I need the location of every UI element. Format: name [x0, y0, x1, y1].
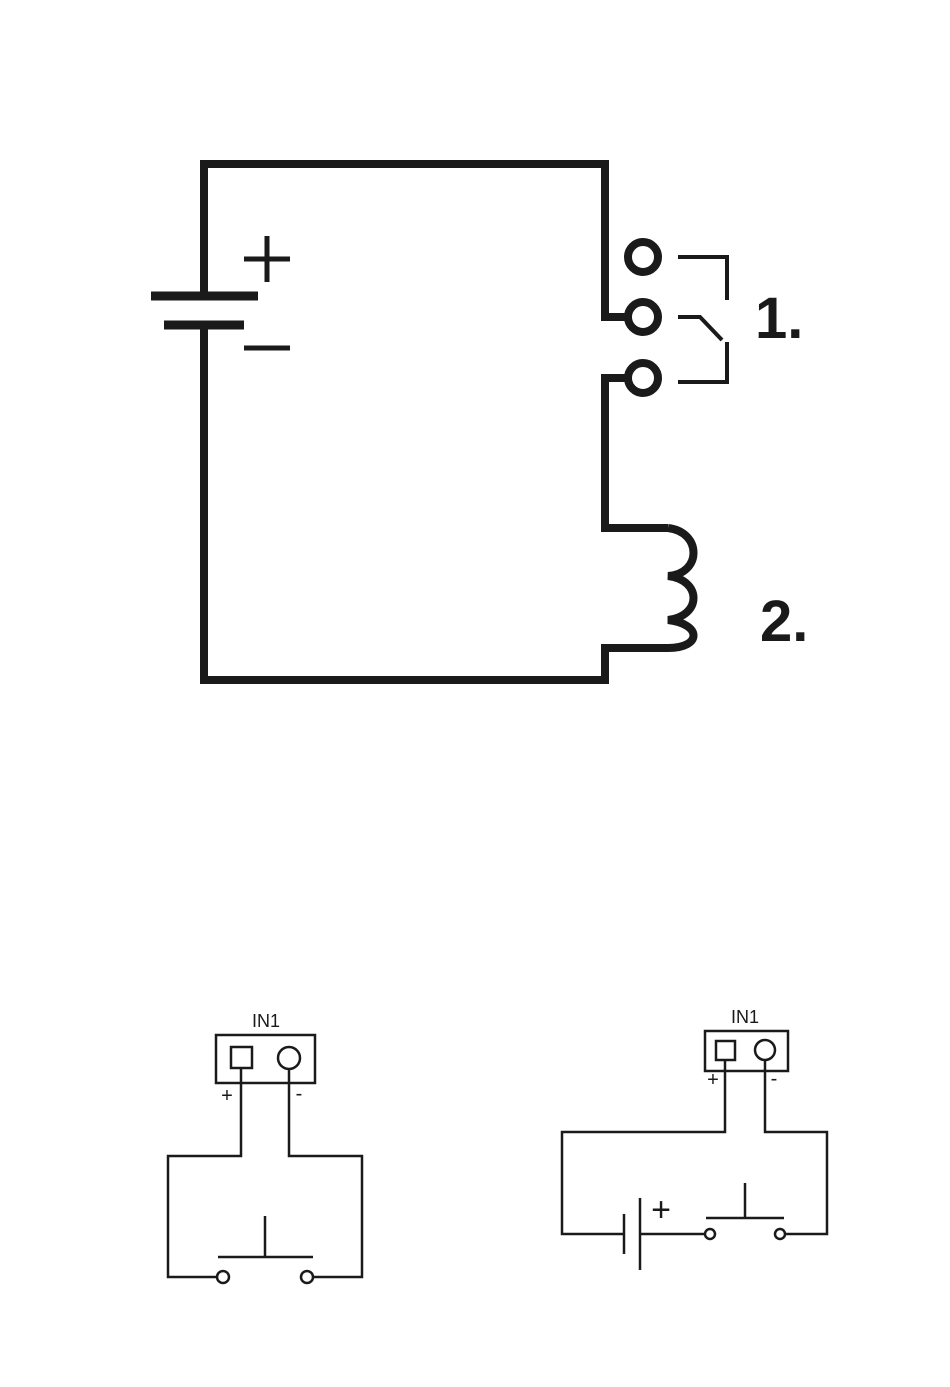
- battery-plus-right: +: [651, 1191, 671, 1229]
- terminal-label-right: IN1: [731, 1007, 759, 1027]
- button-contact-left-a: [217, 1271, 229, 1283]
- terminal-square-left: [231, 1047, 252, 1068]
- minus-label-left: -: [296, 1083, 303, 1105]
- wire-right-plus: [562, 1060, 725, 1234]
- wire-right-middle: [605, 378, 668, 528]
- button-contact-right-b: [775, 1229, 785, 1239]
- terminal-round-left: [278, 1047, 300, 1069]
- button-contact-right-a: [705, 1229, 715, 1239]
- input-circuit-left: IN1 + -: [168, 1011, 362, 1283]
- button-contact-left-b: [301, 1271, 313, 1283]
- terminal-label-left: IN1: [252, 1011, 280, 1031]
- plus-label-right: +: [707, 1069, 719, 1091]
- wire-left-lower: [204, 322, 668, 680]
- terminal-square-right: [716, 1041, 735, 1060]
- switch-arm: [678, 317, 722, 340]
- contact-terminal-top: [628, 242, 658, 272]
- coil-winding: [668, 528, 694, 648]
- plus-label-left: +: [221, 1085, 233, 1107]
- contact-terminal-common: [628, 302, 658, 332]
- input-circuit-right: IN1 + + -: [562, 1007, 827, 1270]
- minus-label-right: -: [771, 1068, 778, 1090]
- label-coil: 2.: [760, 589, 808, 654]
- contact-terminal-bottom: [628, 363, 658, 393]
- relay-circuit: [151, 164, 727, 680]
- terminal-round-right: [755, 1040, 775, 1060]
- label-contacts: 1.: [755, 286, 803, 351]
